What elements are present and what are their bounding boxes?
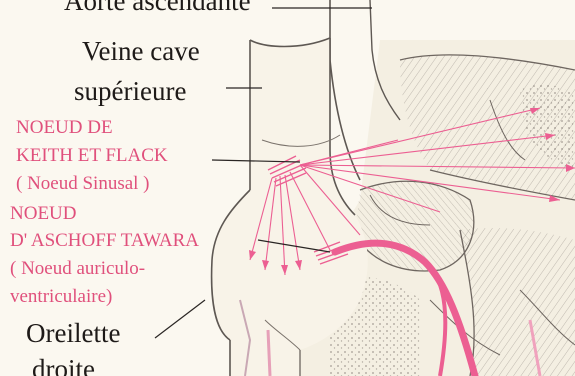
label-noeud-aschoff-line2: D' ASCHOFF TAWARA [10,231,199,250]
label-noeud-sinusal: ( Noeud Sinusal ) [16,174,150,193]
label-noeud-keith-line2: KEITH ET FLACK [16,146,168,165]
label-veine-cave-line2: supérieure [74,78,186,105]
label-aorte-ascendante: Aorte ascendante [64,0,251,15]
label-noeud-auriculo-line1: ( Noeud auriculo- [10,259,145,278]
label-oreillette-line2: droite [32,356,95,376]
label-noeud-keith-line1: NOEUD DE [16,118,113,137]
label-noeud-auriculo-line2: ventriculaire) [10,287,112,306]
label-noeud-aschoff-line1: NOEUD [10,204,77,223]
label-oreillette-line1: Oreilette [26,320,120,347]
label-veine-cave-line1: Veine cave [82,38,200,65]
